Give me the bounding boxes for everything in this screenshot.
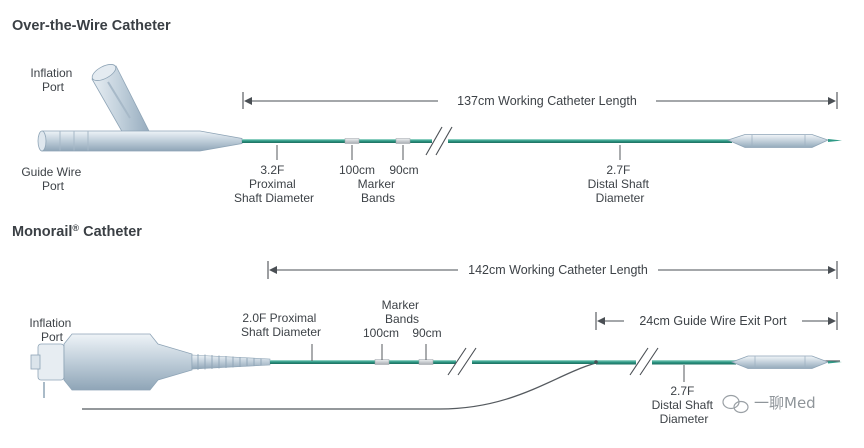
otw-marker-100-label: 100cm <box>339 163 375 177</box>
monorail-balloon <box>730 355 842 369</box>
monorail-break-symbol-2 <box>629 347 659 376</box>
otw-marker-bands-label: Marker Bands <box>358 177 399 205</box>
monorail-working-length-label: 142cm Working Catheter Length <box>468 263 648 277</box>
otw-marker-band-90 <box>395 138 411 144</box>
otw-hub <box>37 130 243 152</box>
watermark-chat-icon <box>722 394 749 414</box>
monorail-hub <box>30 333 271 398</box>
otw-inflation-arm <box>91 64 151 136</box>
watermark: 一聊Med <box>722 394 816 414</box>
otw-shaft <box>242 139 732 143</box>
monorail-marker-band-100 <box>374 359 390 365</box>
monorail-exit-port-label: 24cm Guide Wire Exit Port <box>639 314 787 328</box>
monorail-exit-port-dot <box>594 360 598 364</box>
otw-working-length-dimension <box>242 92 838 109</box>
monorail-marker-100-label: 100cm <box>363 326 399 340</box>
monorail-distal-shaft-label: 2.7F Distal Shaft Diameter <box>652 384 717 426</box>
otw-distal-shaft-label: 2.7F Distal Shaft Diameter <box>588 163 653 205</box>
monorail-title: Monorail® Catheter <box>12 223 142 240</box>
monorail-proximal-shaft-label: 2.0F Proximal Shaft Diameter <box>241 311 321 339</box>
monorail-exit-port-dimension <box>595 312 838 330</box>
monorail-distal-shaft <box>596 360 736 365</box>
monorail-working-length-dimension <box>267 261 838 279</box>
otw-balloon <box>726 134 842 148</box>
monorail-marker-90-label: 90cm <box>412 326 441 340</box>
otw-guide-wire-port-label: Guide Wire Port <box>21 165 84 193</box>
monorail-break-symbol-1 <box>447 347 477 376</box>
monorail-marker-bands-label: Marker Bands <box>382 298 423 326</box>
otw-break-symbol <box>425 126 453 156</box>
otw-title: Over-the-Wire Catheter <box>12 18 171 34</box>
otw-inflation-port-label: Inflation Port <box>30 66 75 94</box>
otw-working-length-label: 137cm Working Catheter Length <box>457 94 637 108</box>
otw-marker-90-label: 90cm <box>389 163 418 177</box>
otw-marker-band-100 <box>344 138 360 144</box>
monorail-inflation-port-label: Inflation Port <box>29 316 74 344</box>
watermark-text: 一聊Med <box>754 394 816 412</box>
monorail-marker-band-90 <box>418 359 434 365</box>
otw-proximal-shaft-label: 3.2F Proximal Shaft Diameter <box>234 163 314 205</box>
